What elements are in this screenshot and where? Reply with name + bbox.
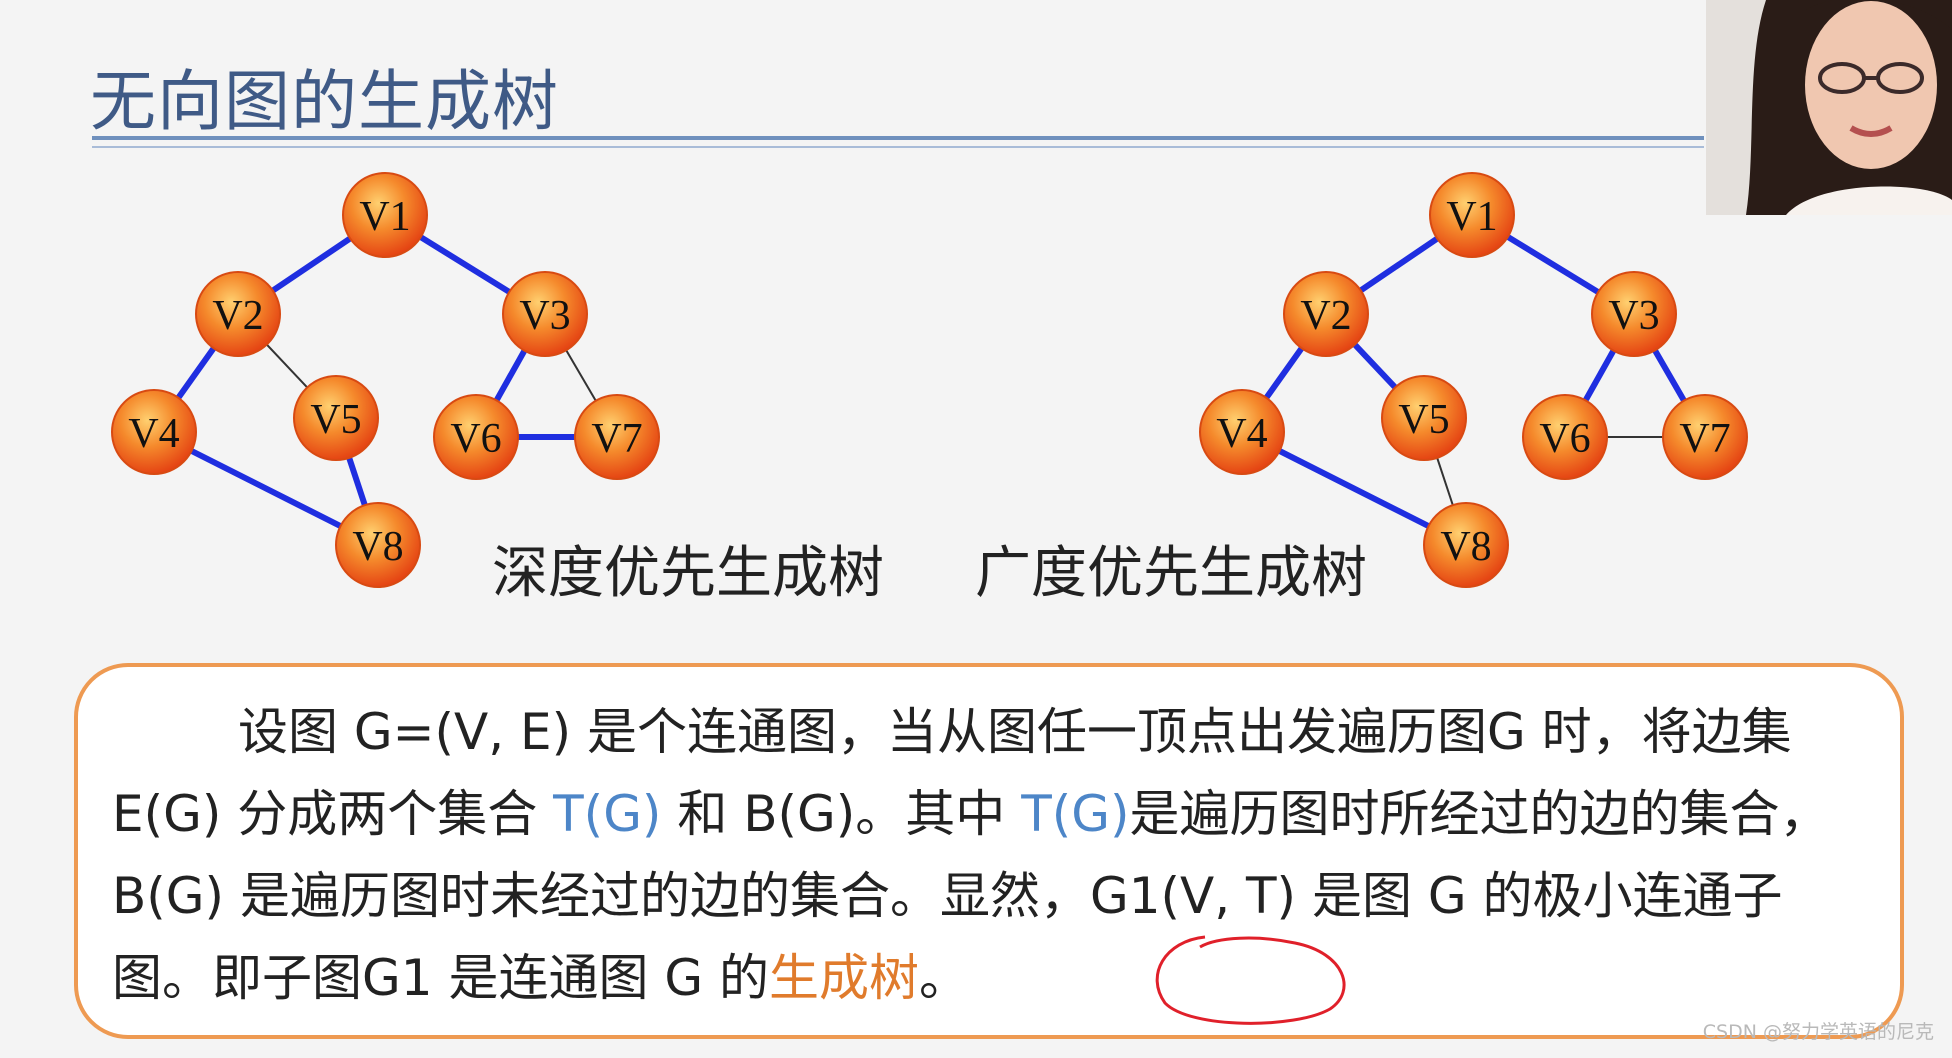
bfs-node-v2: V2 — [1284, 272, 1368, 356]
bfs-node-label: V6 — [1539, 416, 1590, 462]
dfs-node-v8: V8 — [336, 503, 420, 587]
dfs-node-v5: V5 — [294, 376, 378, 460]
definition-part2: 和 B(G)。其中 — [661, 785, 1021, 843]
dfs-node-label: V8 — [352, 524, 403, 570]
dfs-node-label: V3 — [519, 293, 570, 339]
bfs-node-label: V7 — [1679, 416, 1730, 462]
dfs-node-label: V6 — [450, 416, 501, 462]
bfs-node-v6: V6 — [1523, 395, 1607, 479]
dfs-node-label: V1 — [359, 194, 410, 240]
bfs-caption: 广度优先生成树 — [975, 528, 1367, 609]
dfs-caption: 深度优先生成树 — [492, 528, 884, 609]
dfs-node-v3: V3 — [503, 272, 587, 356]
dfs-node-v6: V6 — [434, 395, 518, 479]
dfs-node-v2: V2 — [196, 272, 280, 356]
dfs-node-label: V4 — [128, 411, 179, 457]
bfs-node-v1: V1 — [1430, 173, 1514, 257]
spanning-tree-highlight: 生成树 — [769, 949, 919, 1007]
annotation-circle — [1145, 925, 1365, 1035]
bfs-node-v3: V3 — [1592, 272, 1676, 356]
presenter-image — [1706, 0, 1952, 215]
bfs-node-label: V5 — [1398, 397, 1449, 443]
dfs-node-label: V7 — [591, 416, 642, 462]
presenter-webcam — [1706, 0, 1952, 215]
bfs-node-v5: V5 — [1382, 376, 1466, 460]
definition-box: 设图 G=(V, E) 是个连通图，当从图任一顶点出发遍历图G 时，将边集 E(… — [74, 663, 1904, 1039]
bfs-node-label: V1 — [1446, 194, 1497, 240]
tree-edge-set-term-2: T(G) — [1021, 785, 1129, 843]
bfs-node-label: V8 — [1440, 524, 1491, 570]
dfs-node-label: V5 — [310, 397, 361, 443]
dfs-node-v1: V1 — [343, 173, 427, 257]
dfs-node-v7: V7 — [575, 395, 659, 479]
bfs-node-v4: V4 — [1200, 390, 1284, 474]
definition-text: 设图 G=(V, E) 是个连通图，当从图任一顶点出发遍历图G 时，将边集 E(… — [112, 691, 1882, 1019]
bfs-node-v8: V8 — [1424, 503, 1508, 587]
dfs-node-v4: V4 — [112, 390, 196, 474]
definition-end: 。 — [919, 949, 969, 1007]
tree-edge-set-term: T(G) — [553, 785, 661, 843]
bfs-node-label: V3 — [1608, 293, 1659, 339]
dfs-node-label: V2 — [212, 293, 263, 339]
watermark: CSDN @努力学英语的尼克 — [1703, 1017, 1934, 1044]
bfs-node-v7: V7 — [1663, 395, 1747, 479]
bfs-node-label: V2 — [1300, 293, 1351, 339]
bfs-node-label: V4 — [1216, 411, 1267, 457]
